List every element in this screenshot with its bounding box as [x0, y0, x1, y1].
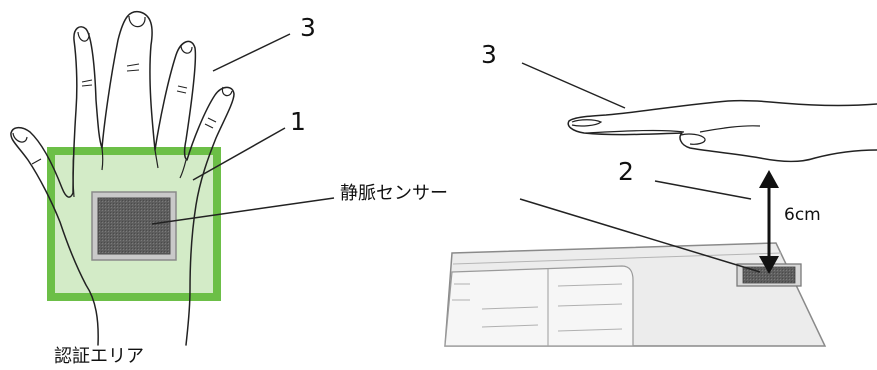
- hand-finger-lines: [72, 147, 187, 198]
- authentication-area-caption: 認証エリア: [54, 346, 144, 366]
- hand-outline-side: [567, 99, 877, 163]
- distance-value: 6cm: [784, 205, 821, 225]
- distance-arrow-bottom-head: [759, 256, 779, 274]
- touchpad-lines: [452, 283, 623, 332]
- fingernails: [12, 15, 233, 143]
- knuckle-creases: [31, 63, 217, 165]
- label-3-right: 3: [481, 40, 497, 69]
- touchpad-frame: [444, 265, 634, 347]
- leader-line-area: [192, 127, 286, 181]
- label-2: 2: [618, 157, 634, 186]
- right-illustration: 3 2 6cm: [444, 40, 877, 347]
- leader-line-hand-right: [521, 62, 626, 109]
- vein-sensor-label: 静脈センサー: [340, 183, 448, 204]
- label-3-left: 3: [300, 13, 316, 42]
- leader-line-hand-left: [212, 33, 291, 72]
- thumbnail: [680, 133, 706, 145]
- authentication-area: [47, 147, 221, 301]
- label-1: 1: [290, 107, 306, 136]
- leader-line-sensor-left: [151, 197, 335, 225]
- hand-outline-open: [10, 10, 235, 346]
- leader-line-sensor-right: [519, 198, 761, 273]
- left-illustration: 3 1 認証エリア: [10, 10, 335, 367]
- leader-line-distance: [654, 180, 752, 200]
- hand-finger-line: [585, 125, 761, 134]
- distance-arrow-top-head: [759, 170, 779, 188]
- fingernail-side: [571, 119, 603, 127]
- laptop-edge-line: [452, 252, 782, 265]
- vein-sensor-window: [97, 197, 171, 255]
